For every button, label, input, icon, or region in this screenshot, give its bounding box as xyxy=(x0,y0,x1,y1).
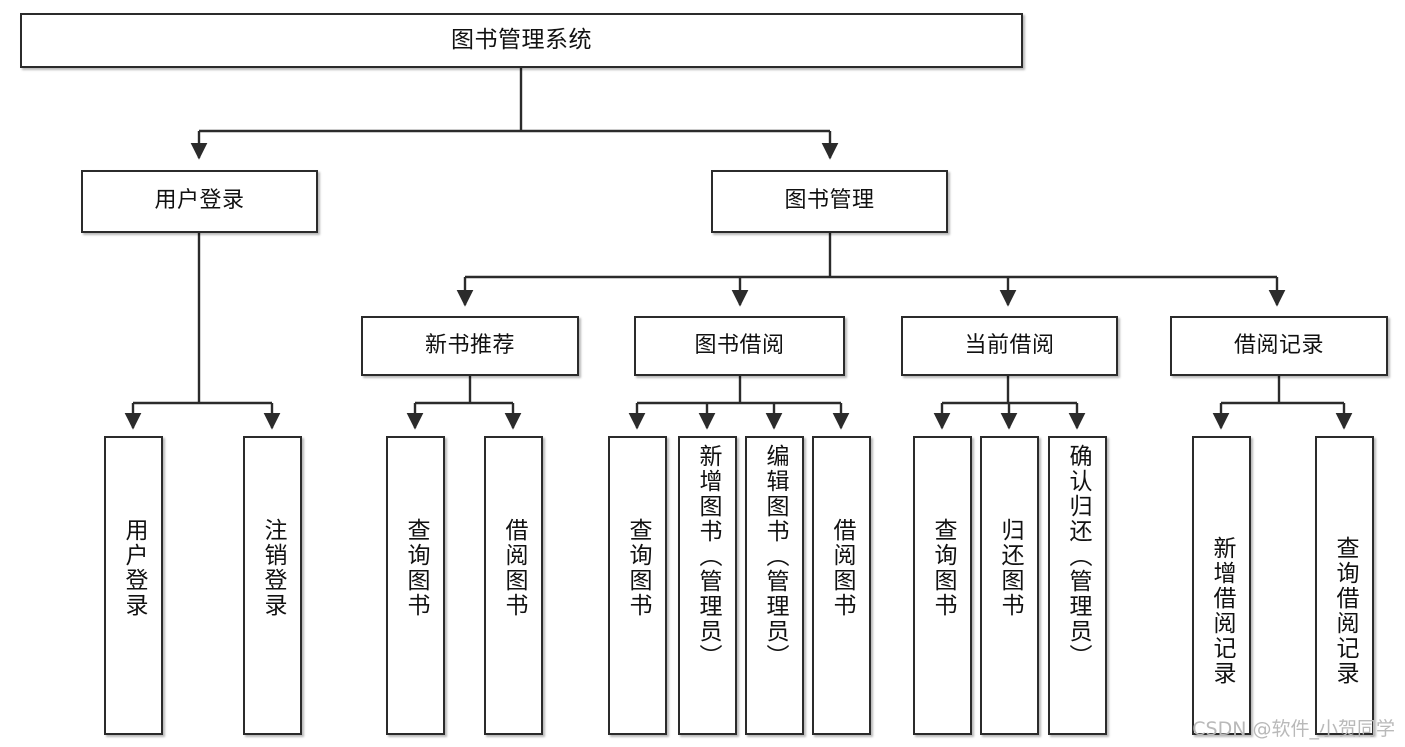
leaf-node[interactable]: 确认归还（管理员） xyxy=(1048,436,1107,735)
watermark-text: CSDN @软件_小贺同学 xyxy=(1192,718,1395,740)
node-borrow-record-label: 借阅记录 xyxy=(1233,332,1324,358)
leaf-node[interactable]: 查询图书 xyxy=(913,436,972,735)
leaf-node[interactable]: 查询图书 xyxy=(608,436,667,735)
leaf-node-label: 新增借阅记录 xyxy=(1209,536,1235,686)
leaf-node-label: 借阅图书 xyxy=(501,518,527,618)
node-root-label: 图书管理系统 xyxy=(451,26,592,53)
leaf-node[interactable]: 编辑图书（管理员） xyxy=(745,436,804,735)
node-new-book-recommend-label: 新书推荐 xyxy=(424,332,515,358)
node-book-manage[interactable]: 图书管理 xyxy=(711,170,948,233)
node-book-borrow-label: 图书借阅 xyxy=(694,332,785,358)
node-user-login[interactable]: 用户登录 xyxy=(81,170,318,233)
leaf-node[interactable]: 借阅图书 xyxy=(812,436,871,735)
node-book-manage-label: 图书管理 xyxy=(784,188,875,214)
leaf-node[interactable]: 借阅图书 xyxy=(484,436,543,735)
leaf-node-label: 查询图书 xyxy=(930,518,956,618)
node-current-borrow-label: 当前借阅 xyxy=(964,332,1055,358)
node-borrow-record[interactable]: 借阅记录 xyxy=(1170,316,1388,376)
leaf-node[interactable]: 归还图书 xyxy=(980,436,1039,735)
leaf-node-label: 注销登录 xyxy=(260,518,286,618)
leaf-node-label: 用户登录 xyxy=(121,518,147,618)
node-new-book-recommend[interactable]: 新书推荐 xyxy=(361,316,579,376)
leaf-node-label: 查询借阅记录 xyxy=(1332,536,1358,686)
leaf-node[interactable]: 用户登录 xyxy=(104,436,163,735)
leaf-node-label: 查询图书 xyxy=(625,518,651,618)
leaf-node[interactable]: 查询图书 xyxy=(386,436,445,735)
leaf-node[interactable]: 新增借阅记录 xyxy=(1192,436,1251,735)
leaf-node[interactable]: 新增图书（管理员） xyxy=(678,436,737,735)
node-root[interactable]: 图书管理系统 xyxy=(20,13,1023,68)
leaf-node-label: 归还图书 xyxy=(997,518,1023,618)
leaf-node-label: 借阅图书 xyxy=(829,518,855,618)
node-book-borrow[interactable]: 图书借阅 xyxy=(634,316,845,376)
leaf-node[interactable]: 注销登录 xyxy=(243,436,302,735)
leaf-node[interactable]: 查询借阅记录 xyxy=(1315,436,1374,735)
leaf-node-label: 查询图书 xyxy=(403,518,429,618)
node-current-borrow[interactable]: 当前借阅 xyxy=(901,316,1118,376)
leaf-node-label: 确认归还（管理员） xyxy=(1065,444,1091,669)
node-user-login-label: 用户登录 xyxy=(154,188,245,214)
leaf-node-label: 编辑图书（管理员） xyxy=(762,444,788,669)
leaf-node-label: 新增图书（管理员） xyxy=(695,444,721,669)
